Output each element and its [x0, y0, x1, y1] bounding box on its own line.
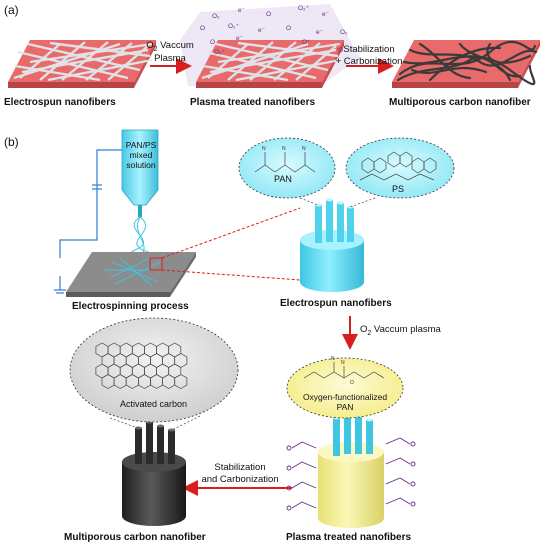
caption-electrospun: Electrospun nanofibers — [4, 97, 116, 108]
syringe-label-1: PAN/PS — [125, 140, 157, 150]
svg-text:N: N — [302, 146, 306, 152]
plasma-species-label: O — [210, 39, 215, 46]
arrow-left-label-line2: and Carbonization — [201, 474, 279, 485]
activated-carbon-label: Activated carbon — [120, 399, 188, 409]
oxygen-label-line2: PAN — [336, 402, 354, 412]
arrow2-label-line2: + Carbonization — [335, 56, 403, 67]
plasma-species-label: O — [338, 47, 343, 54]
oxygen-label-line1: Oxygen-functionalized — [302, 392, 388, 402]
bubble-pan-label: PAN — [274, 174, 292, 184]
plasma-treated-fiber-cylinder — [318, 410, 384, 528]
caption-plasma-treated: Plasma treated nanofibers — [190, 97, 316, 108]
plasma-species-label: e⁻ — [238, 7, 245, 14]
arrow1-label-line1: O2 Vaccum — [146, 40, 194, 53]
svg-text:N: N — [262, 146, 266, 152]
bubble-ps — [345, 137, 455, 199]
zoom-line-lower — [161, 269, 301, 281]
plasma-species-label: O₂⁺ — [228, 23, 239, 30]
bubble-activated-carbon — [69, 317, 239, 431]
caption-electrospinning: Electrospinning process — [72, 301, 189, 312]
plasma-species-label: O — [200, 25, 205, 32]
zoom-line-upper — [161, 207, 301, 259]
caption-multiporous: Multiporous carbon nanofiber — [389, 97, 531, 108]
arrow-down-label: O2 Vaccum plasma — [360, 324, 441, 337]
substrate-electrospun — [8, 40, 156, 88]
plasma-species-label: O₂ — [340, 29, 348, 36]
arrow2-label-line1: Stabilization — [343, 44, 395, 55]
plasma-species-label: e⁻ — [236, 35, 243, 42]
plasma-species-label: O₂⁺ — [214, 49, 225, 56]
svg-text:N: N — [331, 356, 335, 362]
plasma-species-label: e⁻ — [258, 27, 265, 34]
panel-a-tag: (a) — [4, 3, 19, 17]
arrow1-label-line2: Plasma — [154, 53, 186, 64]
caption-electrospun-b: Electrospun nanofibers — [280, 298, 392, 309]
plasma-species-label: O — [266, 11, 271, 18]
syringe-label-2: mixed — [129, 150, 153, 160]
carbon-hexagon — [174, 374, 188, 389]
plasma-species-label: e⁻ — [316, 29, 323, 36]
svg-text:N: N — [341, 360, 345, 366]
caption-carbon-nanofiber: Multiporous carbon nanofiber — [64, 532, 206, 543]
panel-b-tag: (b) — [4, 135, 19, 149]
electrospun-fiber-cylinder — [300, 198, 364, 292]
bubble-oxygen-pan: NN O — [286, 356, 404, 419]
substrate-plasma-treated — [196, 40, 344, 88]
carbon-fiber-cylinder — [122, 420, 186, 526]
electrospinning-apparatus — [54, 129, 196, 297]
plasma-species-label: O — [286, 25, 291, 32]
syringe-label-3: solution — [126, 160, 156, 170]
svg-text:O: O — [350, 380, 354, 386]
plasma-species: O₂ e⁻ O O₂⁺ e⁻ O O₂⁺ e⁻ Oe⁻ O₂ Oe⁻ O⁺ O O₂⁺ — [200, 5, 348, 56]
plasma-species-label: O⁺ — [302, 39, 311, 46]
caption-plasma-treated-b: Plasma treated nanofibers — [286, 532, 412, 543]
substrate-carbon — [392, 40, 540, 88]
plasma-species-label: e⁻ — [322, 11, 329, 18]
svg-text:N: N — [282, 146, 286, 152]
bubble-ps-label: PS — [392, 184, 405, 194]
plasma-species-label: O₂⁺ — [298, 5, 309, 12]
arrow-left-label-line1: Stabilization — [214, 462, 266, 473]
plasma-species-label: O₂ — [212, 13, 220, 20]
